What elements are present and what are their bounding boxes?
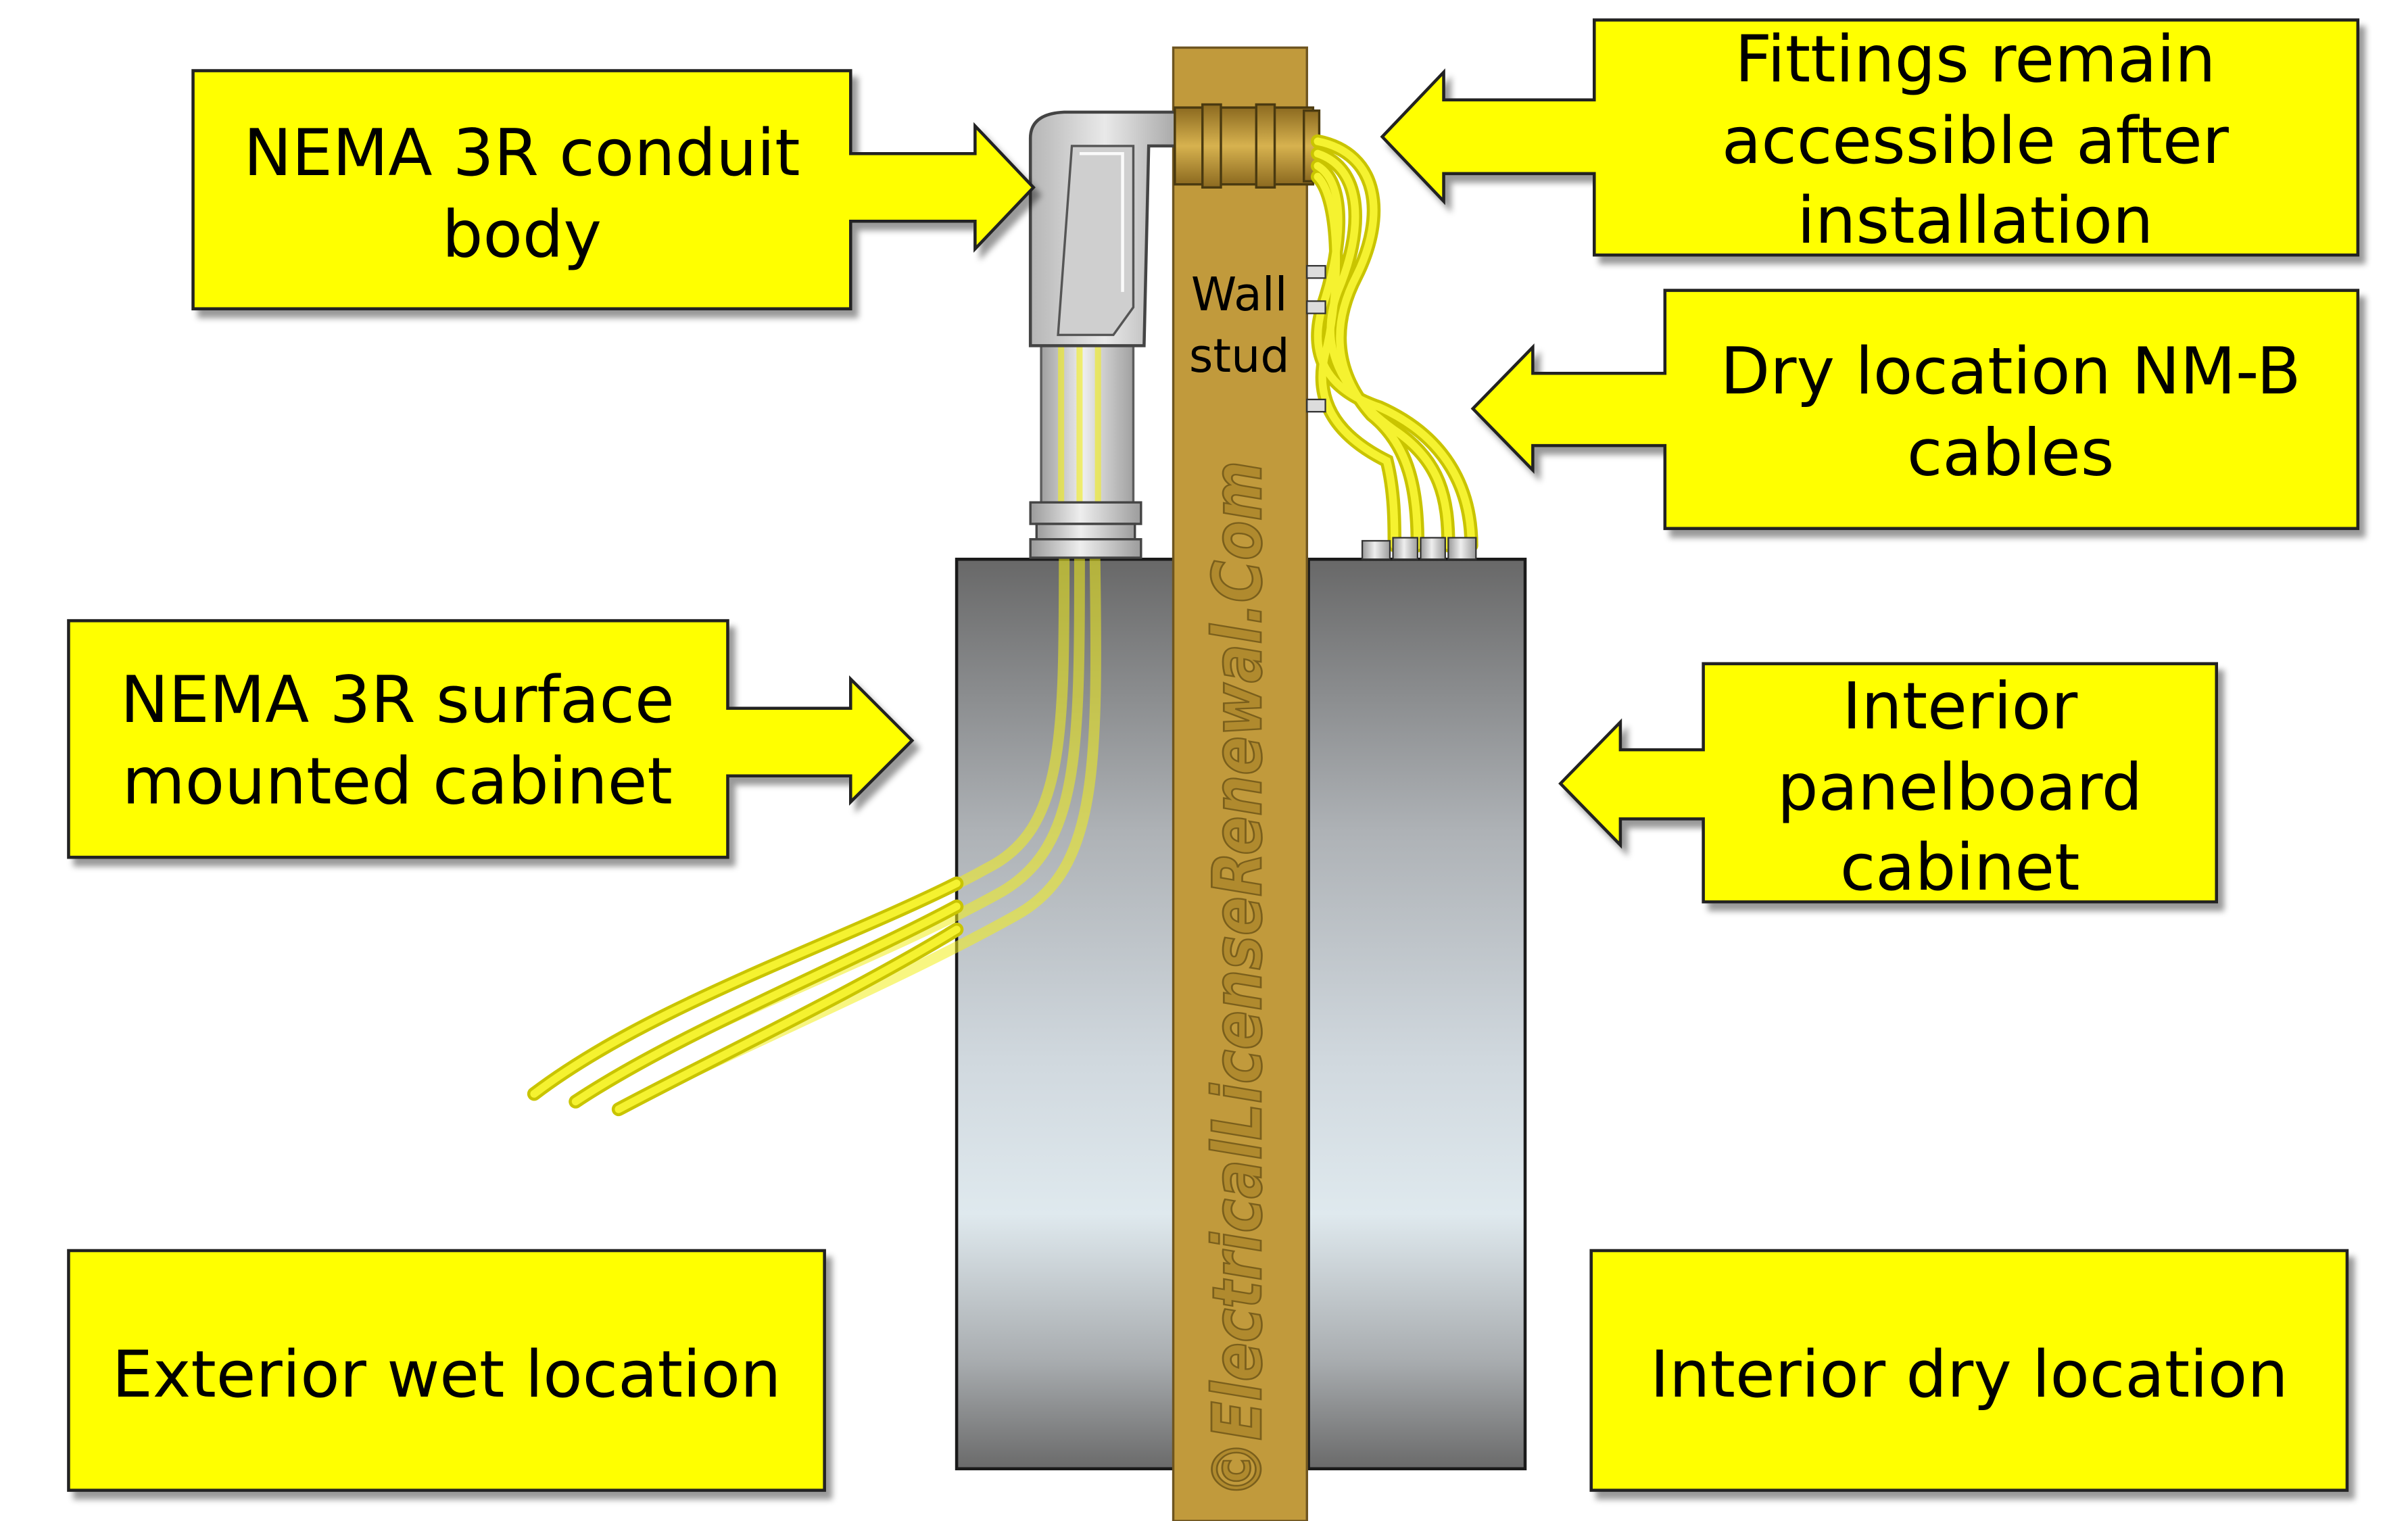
interior-cabinet bbox=[1307, 558, 1527, 1470]
cable-connectors bbox=[1361, 537, 1477, 560]
callout-interior-cabinet-line1: Interior bbox=[1842, 668, 2078, 744]
nmb-cables bbox=[1310, 134, 1478, 553]
stud-fitting bbox=[1174, 103, 1321, 189]
callout-interior-cabinet bbox=[1558, 662, 2219, 904]
cable-staples bbox=[1306, 265, 1326, 413]
wall-stud-label-line2: stud bbox=[1189, 330, 1290, 383]
callout-interior-cabinet-line3: cabinet bbox=[1840, 829, 2080, 905]
callout-fittings bbox=[1380, 18, 2360, 257]
callout-conduit-body bbox=[191, 69, 1036, 311]
interior-location-box bbox=[1589, 1249, 2349, 1492]
watermark: ©ElectricalLicenseRenewal.Com bbox=[1198, 461, 1277, 1498]
interior-location-label: Interior dry location bbox=[1650, 1336, 2288, 1412]
callout-surface-cabinet bbox=[67, 619, 915, 859]
conduit-nipple bbox=[1029, 344, 1142, 559]
exterior-wires bbox=[527, 548, 1101, 1117]
callout-fittings-line3: installation bbox=[1797, 183, 2153, 258]
wall-stud bbox=[1172, 46, 1308, 1521]
callout-interior-cabinet-line2: panelboard bbox=[1777, 750, 2142, 825]
wall-stud-label-line1: Wall bbox=[1191, 268, 1288, 322]
callout-fittings-line1: Fittings remain bbox=[1735, 21, 2215, 97]
callout-nmb-cables-line1: Dry location NM-B bbox=[1720, 333, 2301, 409]
callout-conduit-body-line2: body bbox=[442, 197, 602, 272]
callout-nmb-cables bbox=[1470, 289, 2360, 531]
callout-surface-cabinet-line1: NEMA 3R surface bbox=[120, 662, 675, 738]
callout-nmb-cables-line2: cables bbox=[1907, 414, 2115, 490]
callout-conduit-body-line1: NEMA 3R conduit bbox=[243, 115, 800, 191]
conduit-body bbox=[1028, 110, 1181, 347]
callout-fittings-line2: accessible after bbox=[1722, 103, 2230, 178]
exterior-cabinet bbox=[955, 558, 1181, 1470]
exterior-location-box bbox=[67, 1249, 826, 1492]
exterior-location-label: Exterior wet location bbox=[112, 1336, 781, 1412]
callout-surface-cabinet-line2: mounted cabinet bbox=[122, 744, 673, 819]
